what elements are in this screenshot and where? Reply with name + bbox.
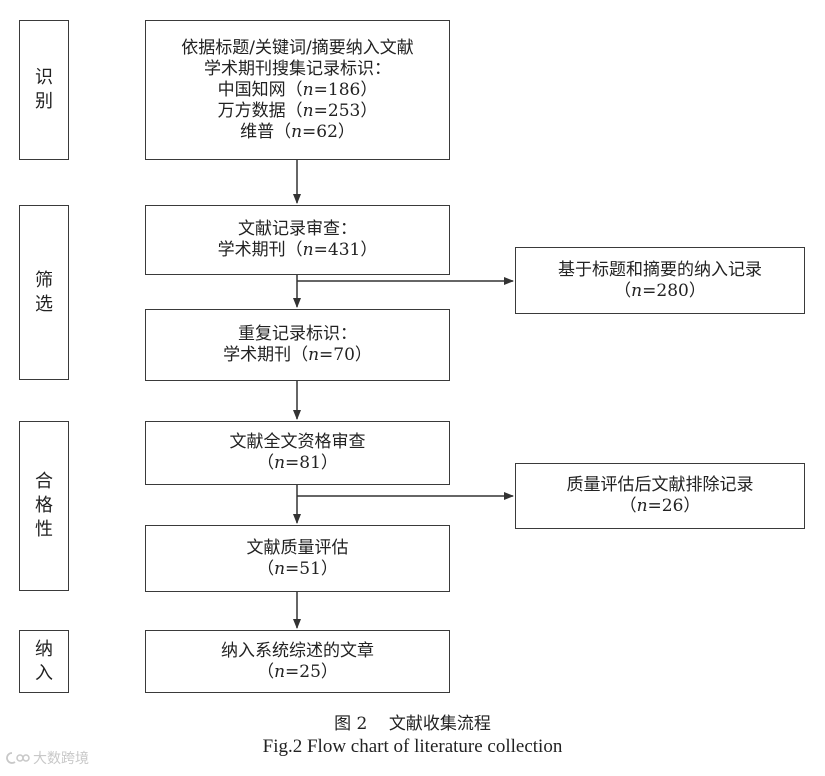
- watermark: 大数跨境: [6, 748, 89, 768]
- quality-count: （n=51）: [257, 558, 338, 579]
- fulltext-count: （n=81）: [257, 453, 338, 473]
- stage-screening: 筛 选: [19, 205, 69, 380]
- caption-cn-title: 文献收集流程: [388, 714, 491, 734]
- box-identification: 依据标题/关键词/摘要纳入文献 学术期刊搜集记录标识： 中国知网（n=186） …: [145, 20, 450, 160]
- stage-eligibility: 合 格 性: [19, 421, 69, 591]
- stage-identification: 识 别: [19, 20, 69, 160]
- box-excluded-title-abstract: 基于标题和摘要的纳入记录 （n=280）: [515, 247, 805, 314]
- excluded-quality-line1: 质量评估后文献排除记录: [566, 475, 754, 495]
- excluded-title-line1: 基于标题和摘要的纳入记录: [558, 259, 762, 280]
- stage-char: 格: [35, 495, 53, 516]
- excluded-quality-count: （n=26）: [619, 496, 701, 516]
- watermark-text: 大数跨境: [33, 751, 89, 767]
- caption-cn-fig: 图 2: [334, 714, 368, 734]
- record-review-line1: 文献记录审查：: [238, 219, 357, 239]
- identification-line2: 学术期刊搜集记录标识：: [204, 58, 391, 79]
- figure-caption-cn: 图 2 文献收集流程: [0, 709, 825, 734]
- stage-char: 纳: [35, 638, 53, 660]
- quality-line1: 文献质量评估: [246, 537, 349, 558]
- record-review-line2: 学术期刊（n=431）: [217, 240, 378, 260]
- duplicates-line2: 学术期刊（n=70）: [223, 345, 372, 365]
- stage-char: 识: [35, 67, 53, 88]
- source-wanfang: 万方数据（n=253）: [217, 100, 378, 121]
- stage-included: 纳 入: [19, 630, 69, 693]
- duplicates-line1: 重复记录标识：: [238, 324, 357, 344]
- stage-char: 合: [35, 471, 53, 492]
- box-excluded-quality: 质量评估后文献排除记录 （n=26）: [515, 463, 805, 529]
- box-duplicates: 重复记录标识： 学术期刊（n=70）: [145, 309, 450, 381]
- source-vip: 维普（n=62）: [240, 121, 355, 142]
- stage-char: 性: [35, 519, 53, 540]
- watermark-logo-icon: [6, 752, 30, 764]
- stage-char: 别: [35, 91, 53, 112]
- stage-char: 入: [35, 662, 53, 684]
- box-fulltext-review: 文献全文资格审查 （n=81）: [145, 421, 450, 485]
- box-included: 纳入系统综述的文章 （n=25）: [145, 630, 450, 693]
- source-cnki: 中国知网（n=186）: [217, 79, 378, 100]
- included-count: （n=25）: [257, 661, 338, 682]
- excluded-title-count: （n=280）: [614, 280, 706, 301]
- stage-char: 筛: [35, 269, 53, 291]
- box-record-review: 文献记录审查： 学术期刊（n=431）: [145, 205, 450, 275]
- identification-line1: 依据标题/关键词/摘要纳入文献: [181, 37, 414, 58]
- box-quality-assessment: 文献质量评估 （n=51）: [145, 525, 450, 592]
- fulltext-line1: 文献全文资格审查: [229, 432, 366, 452]
- included-line1: 纳入系统综述的文章: [221, 640, 374, 661]
- figure-caption-en: Fig.2 Flow chart of literature collectio…: [262, 736, 563, 757]
- stage-char: 选: [35, 293, 53, 315]
